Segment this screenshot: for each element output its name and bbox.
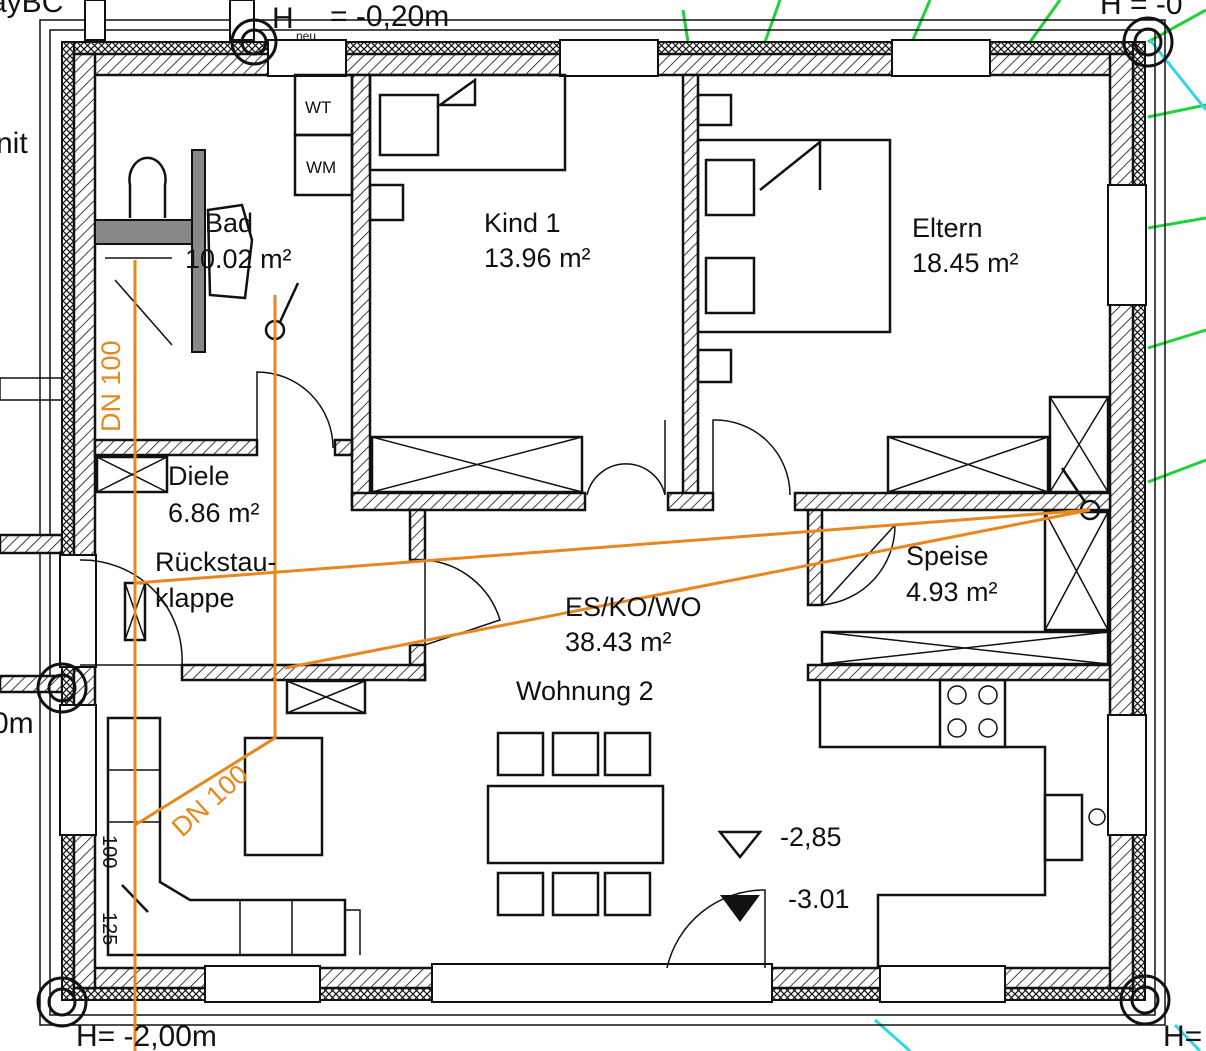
dim-100: 100 [98,835,120,868]
level-top-right: H = -0 [1100,0,1183,21]
wm-label: WM [306,158,336,177]
elevation-1: -2,85 [780,822,842,852]
unit-name: Wohnung 2 [516,676,654,706]
room-name-diele: Diele [168,461,230,491]
level-left-fragment: 0m [0,707,34,740]
survey-markers [36,16,1174,1028]
level-bottom-left: H= -2,00m [76,1020,217,1051]
room-area-bad: 10.02 m² [185,244,292,274]
room-name-speise: Speise [906,541,989,571]
room-area-eltern: 18.45 m² [912,248,1019,278]
room-name-bad: Bad [205,208,253,238]
level-top-value: = -0,20m [330,0,449,33]
dim-125: 125 [98,912,120,945]
room-name-kind: Kind 1 [484,208,561,238]
room-name-eltern: Eltern [912,213,983,243]
room-name-wohnen: ES/KO/WO [565,592,702,622]
pipe-label-vertical: DN 100 [96,340,126,432]
room-area-diele: 6.86 m² [168,498,260,528]
room-area-wohnen: 38.43 m² [565,627,672,657]
level-top-h: H [272,2,294,35]
rueckstau-label-2: klappe [155,583,235,613]
edge-fragment-left: nit [0,127,28,160]
room-area-speise: 4.93 m² [906,577,998,607]
room-area-kind: 13.96 m² [484,243,591,273]
pipe-label-diagonal: DN 100 [166,759,254,843]
drain-pipes [133,260,1091,1051]
edge-fragment-top: ayBC [0,0,63,19]
wt-label: WT [305,98,331,117]
level-top-sub: neu [296,29,316,43]
exterior-walls [59,0,1147,1003]
level-bottom-right: H= [1163,1020,1202,1051]
elevation-2: -3.01 [788,884,850,914]
furniture [94,73,1110,968]
rueckstau-label-1: Rückstau- [155,547,277,577]
